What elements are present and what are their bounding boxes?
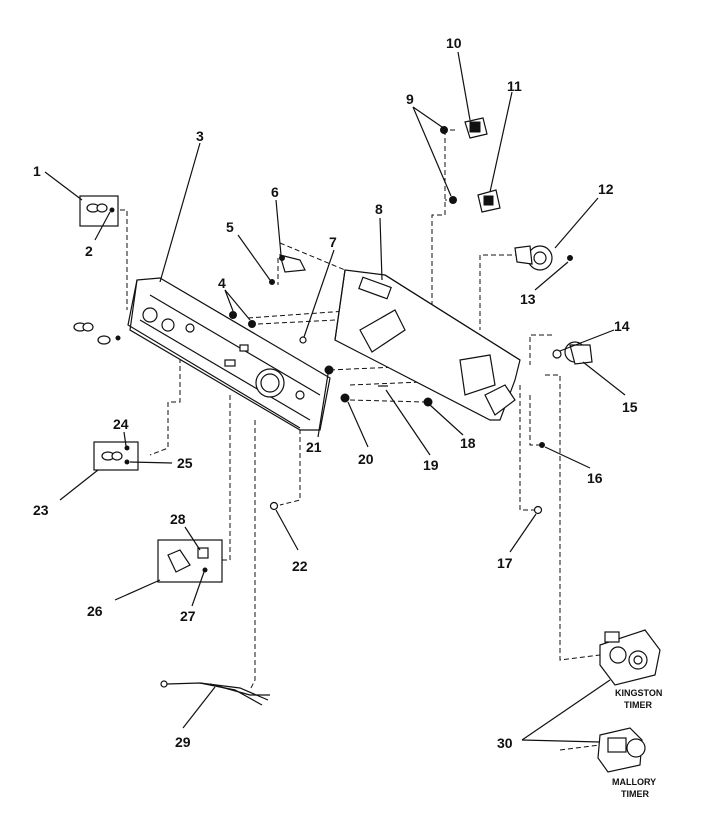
callout-17: 17 — [497, 555, 513, 571]
assembly-lines — [112, 129, 601, 751]
mallory-caption-line2: TIMER — [621, 789, 649, 799]
callout-1: 1 — [33, 163, 41, 179]
part-12-13-knob — [514, 245, 573, 271]
part-23-bracket — [93, 441, 139, 471]
callout-30: 30 — [497, 735, 513, 751]
callout-18: 18 — [460, 435, 476, 451]
callout-19: 19 — [423, 457, 439, 473]
callout-22: 22 — [292, 558, 308, 574]
part-5-6-clip — [269, 254, 306, 285]
part-17-screw — [533, 505, 543, 515]
callout-4: 4 — [218, 275, 226, 291]
kingston-caption-line2: TIMER — [624, 700, 652, 710]
timer-captions: KINGSTON TIMER MALLORY TIMER — [612, 688, 662, 799]
callout-7: 7 — [329, 234, 337, 250]
mallory-timer — [597, 727, 646, 773]
loose-clips — [73, 322, 121, 345]
callout-26: 26 — [87, 603, 103, 619]
part-20-nut — [340, 393, 350, 403]
part-16-screw — [539, 442, 545, 448]
kingston-timer — [599, 629, 661, 686]
callout-10: 10 — [446, 35, 462, 51]
callout-27: 27 — [180, 608, 196, 624]
callout-24: 24 — [113, 416, 129, 432]
callout-2: 2 — [85, 243, 93, 259]
callout-29: 29 — [175, 734, 191, 750]
callout-12: 12 — [598, 181, 614, 197]
part-14-15-knob — [552, 341, 593, 365]
callout-28: 28 — [170, 511, 186, 527]
leader-lines — [44, 51, 626, 743]
part-22-screw — [269, 501, 279, 511]
callout-21: 21 — [306, 439, 322, 455]
callout-25: 25 — [177, 455, 193, 471]
parts-9-10-11-switches — [440, 117, 501, 213]
rear-panel — [334, 269, 521, 421]
part-21-screw — [324, 365, 334, 375]
part-29-harness — [160, 680, 270, 706]
callout-labels: 1 2 3 4 5 6 7 8 9 10 11 12 13 14 15 16 1… — [33, 35, 638, 751]
part-1-bracket — [79, 195, 119, 227]
part-26-switch-assembly — [157, 539, 223, 583]
part-18-screw — [423, 397, 433, 407]
callout-16: 16 — [587, 470, 603, 486]
callout-15: 15 — [622, 399, 638, 415]
callout-11: 11 — [507, 78, 522, 94]
callout-9: 9 — [406, 91, 414, 107]
callout-8: 8 — [375, 201, 383, 217]
callout-6: 6 — [271, 184, 279, 200]
part-4-screws — [229, 311, 256, 328]
callout-20: 20 — [358, 451, 374, 467]
callout-23: 23 — [33, 502, 49, 518]
callout-14: 14 — [614, 318, 630, 334]
control-panel-front — [127, 277, 331, 431]
callout-13: 13 — [520, 291, 536, 307]
callout-5: 5 — [226, 219, 234, 235]
part-7-screw — [299, 336, 307, 344]
mallory-caption-line1: MALLORY — [612, 777, 656, 787]
callout-3: 3 — [196, 128, 204, 144]
kingston-caption-line1: KINGSTON — [615, 688, 662, 698]
